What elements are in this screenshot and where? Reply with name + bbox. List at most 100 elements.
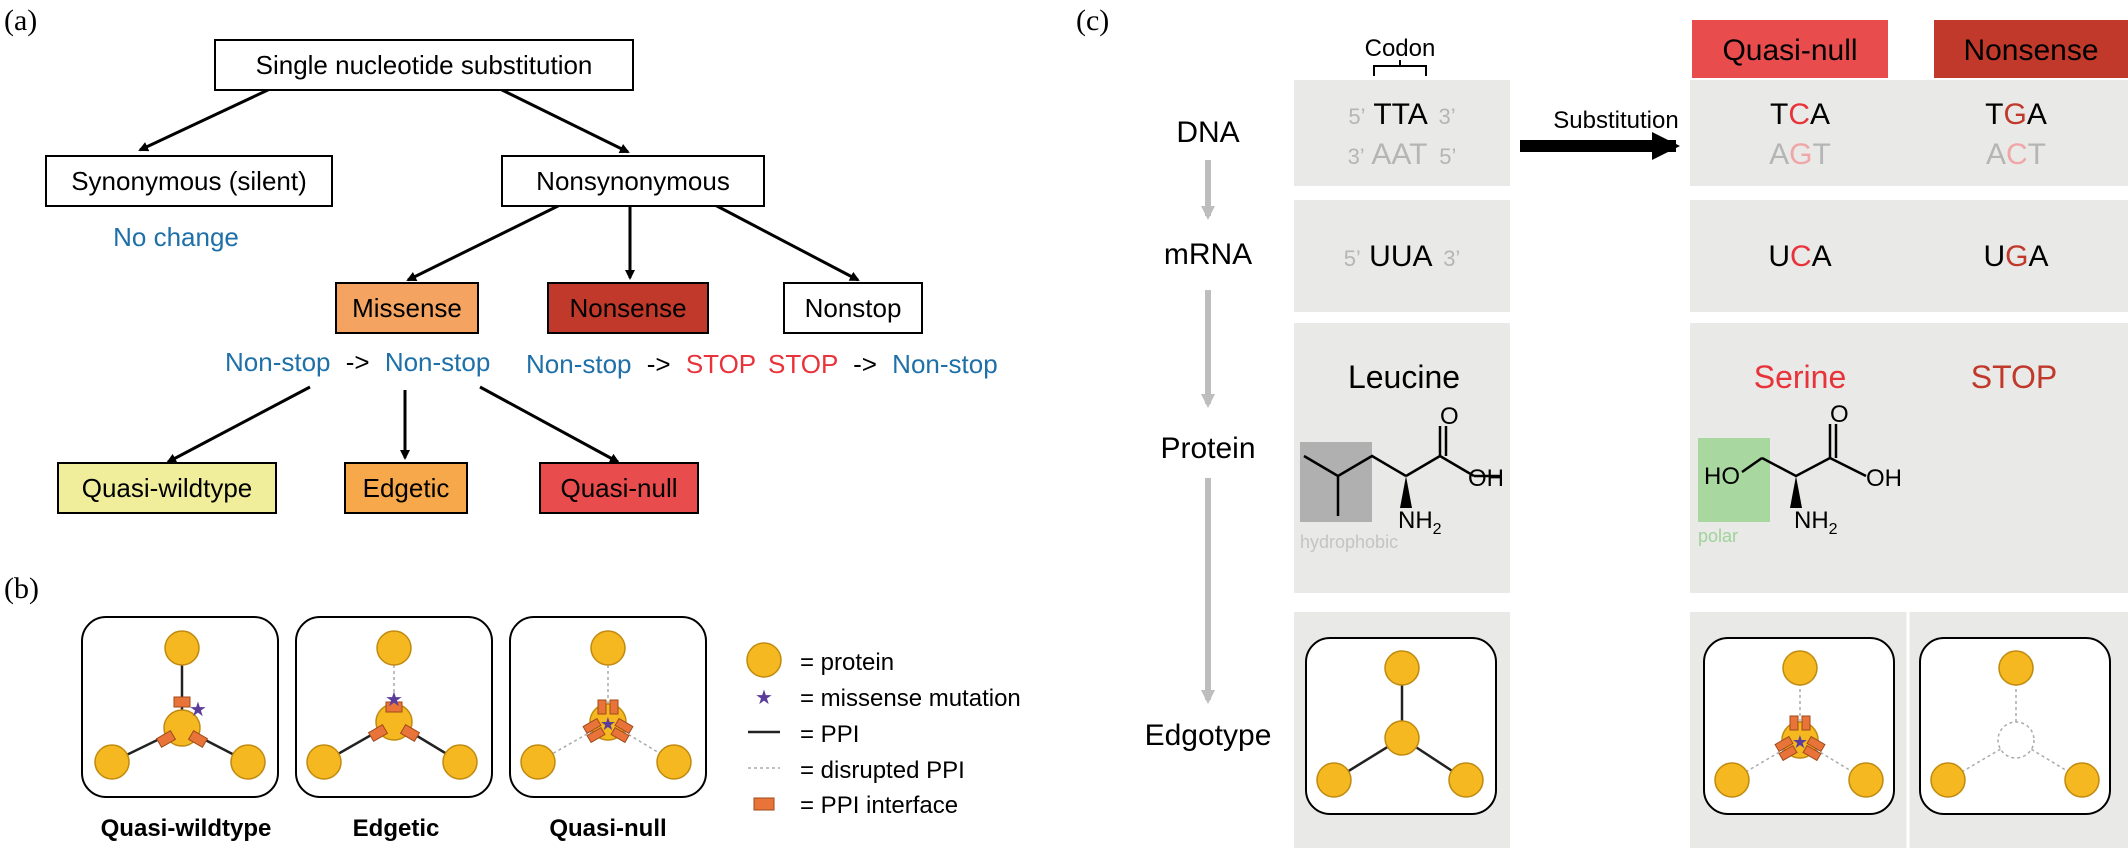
mrna-wt-3prime: 3’ [1443, 246, 1460, 271]
dna-ns-bottom: ACT [1986, 138, 2046, 171]
edgotype-card-quasi-null: ★ [509, 616, 707, 798]
nonstop-change-to: Non-stop [892, 349, 998, 379]
leucine-nh-sub: 2 [1433, 521, 1442, 538]
nonstop-node-label: Nonstop [805, 293, 902, 323]
protein-node-icon [164, 630, 200, 666]
leucine-nh2-label: NH2 [1398, 507, 1442, 538]
quasi-null-node-label: Quasi-null [560, 473, 677, 503]
missense-change: Non-stop -> Non-stop [225, 347, 490, 377]
leucine-nh-text: NH [1398, 507, 1433, 534]
nonstop-change: STOP -> Non-stop [768, 349, 998, 379]
protein-node-icon [94, 744, 130, 780]
serine-nh-text: NH [1794, 507, 1829, 534]
leucine-structure: hydrophobic O OH NH2 [1300, 403, 1504, 552]
dna-wt-top-5prime: 5’ [1348, 104, 1365, 129]
serine-label: Serine [1754, 359, 1847, 395]
leucine-oh-label: OH [1468, 465, 1504, 492]
stop-label: STOP [1971, 359, 2058, 395]
legend-protein-label: = protein [800, 649, 894, 676]
polar-label: polar [1698, 526, 1738, 546]
quasi-null-header [1692, 20, 1888, 78]
quasi-null-node [539, 462, 699, 514]
serine-nh-sub: 2 [1829, 521, 1838, 538]
dna-panel-mut [1690, 80, 2128, 186]
dna-qn-bottom: AGT [1769, 138, 1831, 171]
edge-nonsyn-nonstop [714, 203, 860, 282]
row-label-mrna: mRNA [1164, 238, 1252, 271]
synonymous-node-label: Synonymous (silent) [71, 166, 307, 196]
caption-quasi-wildtype: Quasi-wildtype [101, 815, 272, 842]
dna-qn-top-c: A [1810, 98, 1830, 131]
dna-ns-top: TGA [1985, 98, 2047, 131]
legend-star-icon: ★ [755, 687, 773, 709]
dna-ns-bottom-a: A [1986, 138, 2006, 171]
mrna-qn-c: A [1812, 240, 1832, 273]
nonsynonymous-node [501, 155, 765, 207]
edgotype-ns-card [1919, 637, 2111, 815]
nonsense-change-from: Non-stop [526, 349, 632, 379]
serine-o-label: O [1830, 401, 1849, 428]
root-node-label: Single nucleotide substitution [256, 50, 593, 80]
edgotype-card-quasi-wildtype: ★ [81, 616, 279, 798]
panel-a-label: (a) [4, 4, 37, 37]
mrna-ns: UGA [1983, 240, 2048, 273]
row-label-dna: DNA [1176, 116, 1239, 149]
mrna-wt: 5’ UUA 3’ [1344, 240, 1461, 273]
no-change-label: No change [113, 222, 239, 252]
missense-change-to: Non-stop [385, 347, 491, 377]
row-label-protein: Protein [1160, 432, 1255, 465]
mrna-ns-c: A [2029, 240, 2049, 273]
legend-interface-icon [753, 797, 775, 811]
star-icon: ★ [189, 699, 207, 721]
dna-wt-bottom-3prime: 3’ [1348, 144, 1365, 169]
leucine-o-label: O [1440, 403, 1459, 430]
nonstop-change-arrow: -> [853, 349, 877, 379]
missense-node [335, 282, 479, 334]
quasi-wildtype-node [57, 462, 277, 514]
mrna-panel-mut [1690, 200, 2128, 312]
legend-disrupted-label: = disrupted PPI [800, 757, 965, 784]
edgetic-node [344, 462, 468, 514]
mrna-ns-b: G [2005, 240, 2028, 273]
dna-qn-bottom-c: T [1813, 138, 1831, 171]
leucine-label: Leucine [1348, 359, 1460, 395]
legend-interface-label: = PPI interface [800, 792, 958, 819]
synonymous-node [45, 155, 333, 207]
star-icon: ★ [1792, 732, 1808, 752]
legend-ppi-label: = PPI [800, 721, 859, 748]
mrna-ns-a: U [1983, 240, 2005, 273]
serine-oh-label: OH [1866, 465, 1902, 492]
star-icon: ★ [600, 714, 616, 734]
dna-ns-top-b: G [2003, 98, 2026, 131]
protein-node-icon [230, 744, 266, 780]
nonsense-header [1934, 20, 2128, 78]
substitution-label: Substitution [1553, 107, 1678, 134]
edge-missense-quasiwt [166, 385, 311, 464]
root-node [214, 39, 634, 91]
dna-wt-top-seq: TTA [1373, 98, 1427, 131]
dna-ns-top-c: A [2027, 98, 2047, 131]
mrna-wt-seq: UUA [1369, 240, 1432, 273]
nonstop-change-from: STOP [768, 349, 838, 379]
missense-change-arrow: -> [346, 347, 370, 377]
mrna-panel-wt [1294, 200, 1510, 312]
edgotype-qn-card: ★ [1703, 612, 1910, 848]
dna-wt-top-3prime: 3’ [1438, 104, 1455, 129]
dna-wt-bottom: 3’ AAT 5’ [1348, 138, 1457, 171]
row-label-edgotype: Edgotype [1145, 719, 1272, 752]
nonsense-header-label: Nonsense [1963, 34, 2098, 67]
dna-qn-top-b: C [1788, 98, 1810, 131]
mrna-qn-b: C [1790, 240, 1812, 273]
dna-qn-bottom-a: A [1769, 138, 1789, 171]
nonsense-change: Non-stop -> STOP [526, 349, 756, 379]
hydrophobic-label: hydrophobic [1300, 532, 1398, 552]
hydrophobic-box [1300, 442, 1372, 522]
nonsense-node-label: Nonsense [569, 293, 686, 323]
panel-b: (b) ★ Quasi-wildtype [4, 572, 1021, 842]
codon-label: Codon [1365, 35, 1436, 62]
nonsense-change-arrow: -> [647, 349, 671, 379]
nonsynonymous-node-label: Nonsynonymous [536, 166, 730, 196]
quasi-wildtype-node-label: Quasi-wildtype [82, 473, 253, 503]
quasi-null-header-label: Quasi-null [1722, 34, 1857, 67]
